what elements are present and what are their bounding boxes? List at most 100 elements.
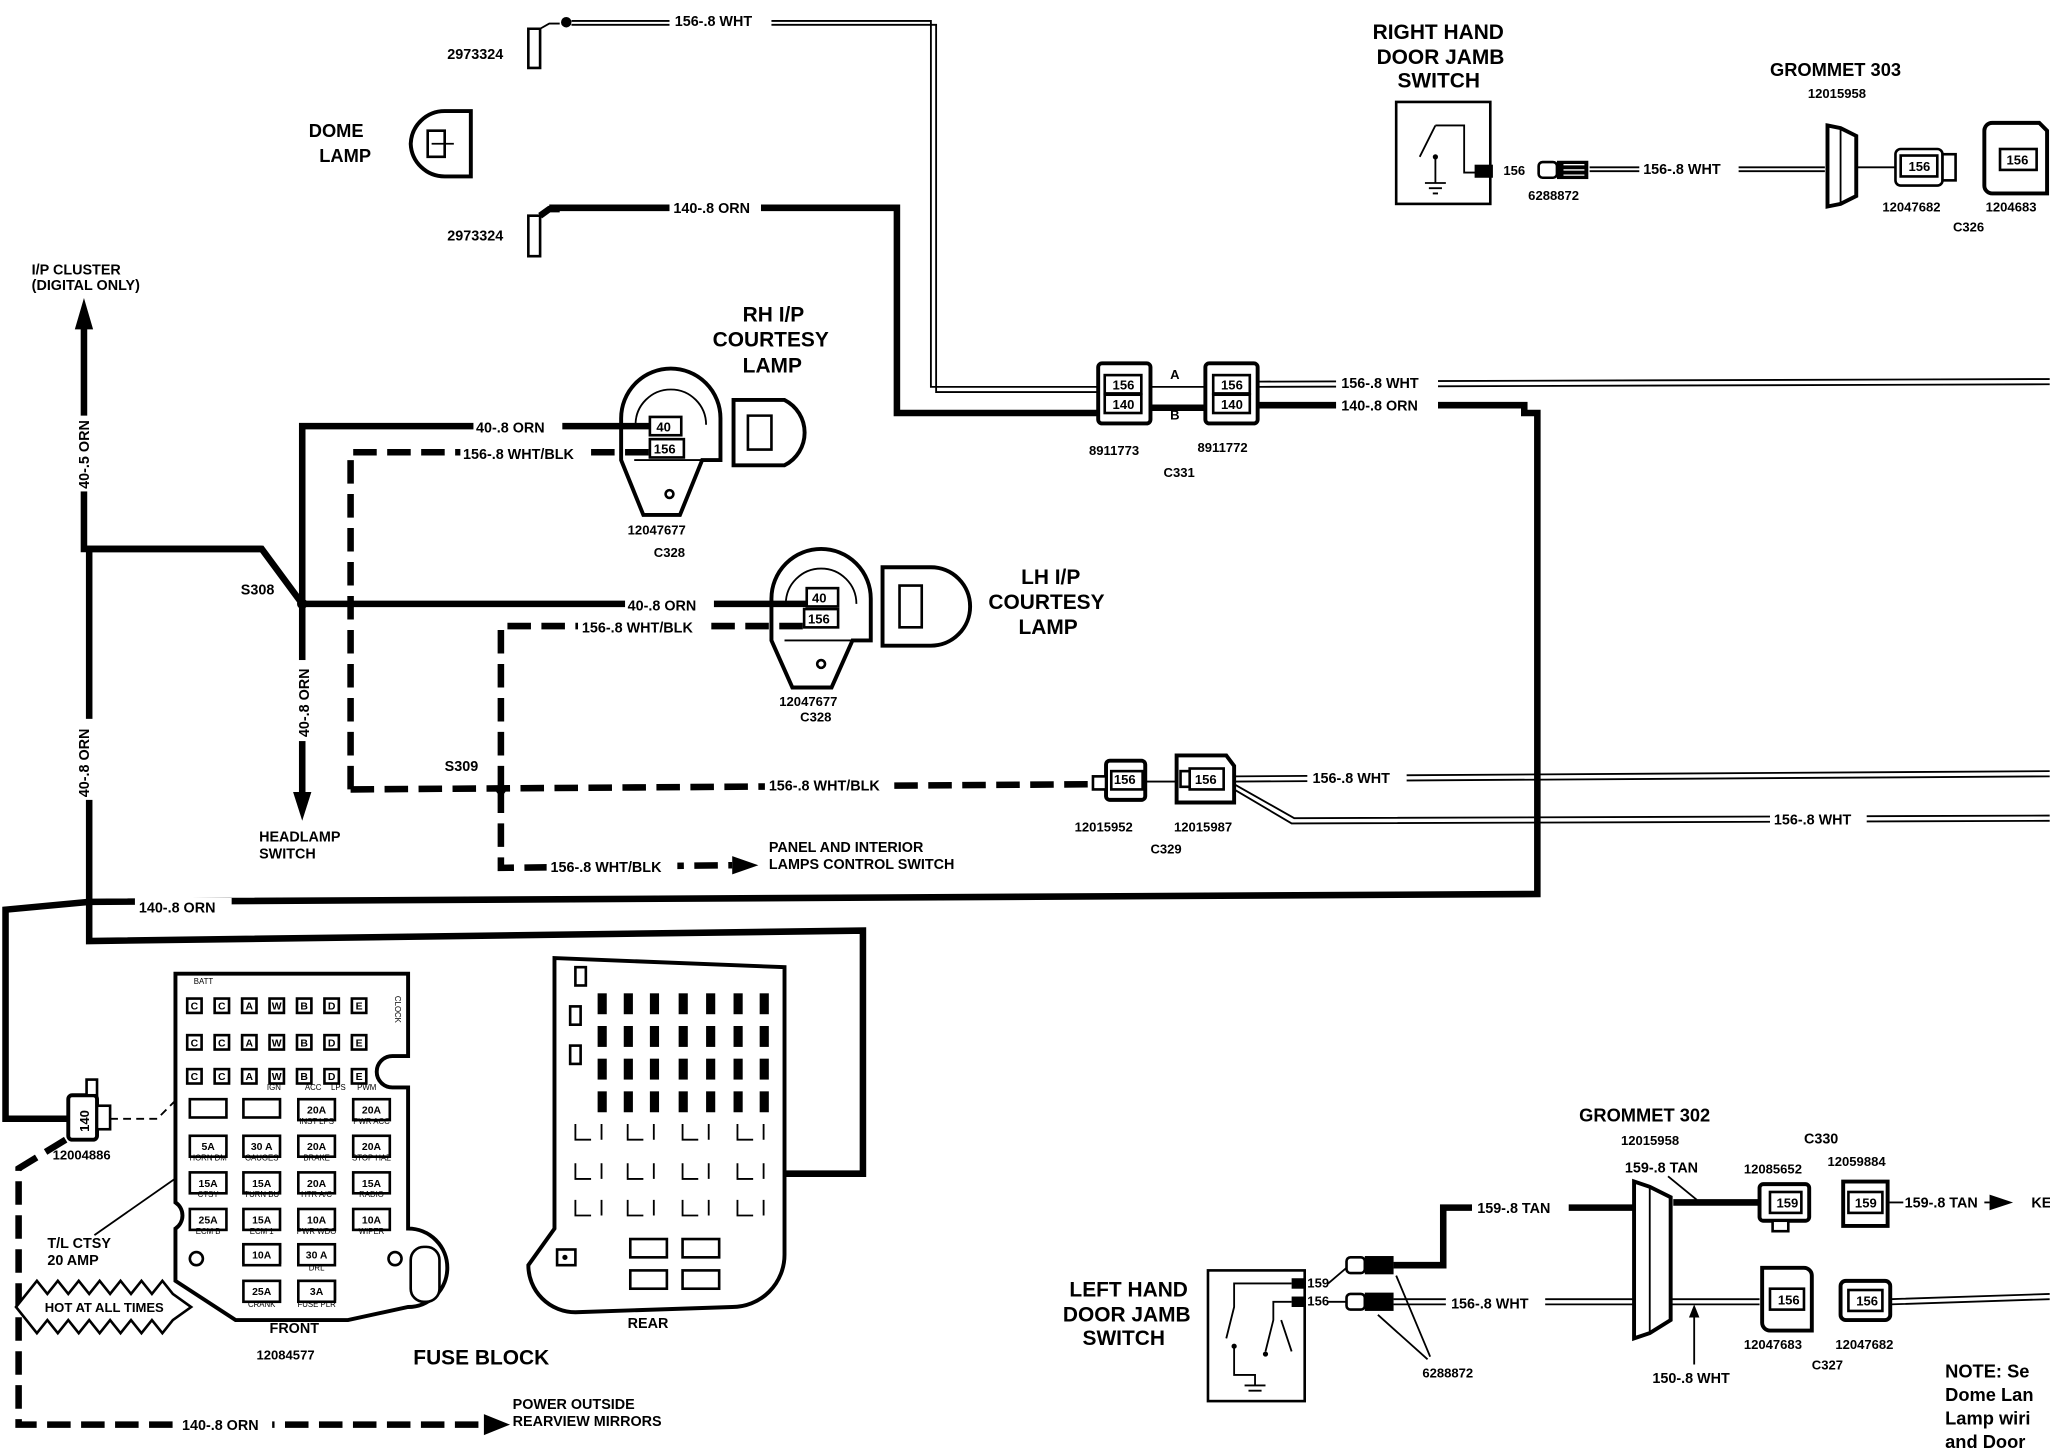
fuse-label-9: RADIO — [359, 1190, 384, 1199]
rh-door-terminal-icon — [1537, 160, 1589, 180]
fuse-cell-0-4: B — [300, 1002, 308, 1013]
note-line-1: NOTE: Se — [1945, 1361, 2029, 1382]
fuse-value-0: 20A — [307, 1106, 327, 1117]
fuse-value-10: 25A — [199, 1215, 219, 1226]
rear-fuse-26 — [759, 1058, 769, 1080]
grommet303-part: 12015958 — [1808, 86, 1866, 101]
lh-courtesy-title-2: COURTESY — [988, 591, 1104, 614]
part-2973324-top: 2973324 — [447, 47, 503, 63]
fuse-value-7: 15A — [252, 1179, 272, 1190]
c326-pin-b: 156 — [2007, 153, 2029, 168]
fuse-label-13: WIPER — [359, 1227, 385, 1236]
fuse-cell-1-2: A — [246, 1038, 254, 1049]
dome-lamp-label-1: DOME — [309, 120, 364, 141]
fuse-cell-1-0: C — [191, 1038, 199, 1049]
rear-fuse-20 — [733, 993, 743, 1015]
fuse-value-2: 5A — [201, 1142, 215, 1153]
rh-courtesy-title-3: LAMP — [743, 354, 802, 377]
lh-courtesy-title-1: LH I/P — [1021, 566, 1080, 589]
lh-door-terminal-icon — [1327, 1256, 1394, 1311]
fuse-cell-2-5-box — [323, 1067, 341, 1085]
label-156-wht-top: 156-.8 WHT — [675, 14, 753, 30]
rh-courtesy-pin-40: 40 — [656, 419, 671, 434]
rear-fuse-21 — [733, 1025, 743, 1047]
c331-pin-156-r: 156 — [1221, 377, 1243, 392]
fuse-value-9: 15A — [362, 1179, 382, 1190]
rear-fuse-grid — [574, 993, 769, 1291]
lh-courtesy-part: 12047677 — [779, 694, 837, 709]
fuse-value-14: 30 A — [306, 1251, 328, 1262]
fuse-label-3: GAUGES — [245, 1154, 279, 1163]
grommet303-title: GROMMET 303 — [1770, 59, 1901, 80]
lh-door-pin-159: 159 — [1307, 1275, 1329, 1290]
c331-letter-b: B — [1170, 408, 1179, 423]
fuse-cell-1-1: C — [218, 1038, 226, 1049]
c331-part-left: 8911773 — [1089, 443, 1139, 458]
arrow-up-icon — [74, 297, 94, 330]
c327-part-a: 12047683 — [1744, 1337, 1802, 1352]
connector-12004886-part: 12004886 — [53, 1147, 111, 1162]
fuse-cell-0-3: W — [272, 1002, 282, 1013]
fuse-cell-1-4: B — [300, 1038, 308, 1049]
label-140-orn-left: 140-.8 ORN — [139, 900, 216, 916]
fuse-value-16: 10A — [252, 1251, 272, 1262]
note-line-3: Lamp wiri — [1945, 1408, 2030, 1429]
lh-courtesy-pin-40: 40 — [812, 591, 827, 606]
rear-relay-34 — [681, 1163, 710, 1180]
fuse-value-5-box — [351, 1134, 392, 1159]
fuse-label-1: PWR ACC — [353, 1117, 390, 1126]
rear-fuse-2 — [597, 1058, 607, 1080]
fuse-cell-0-2-box — [240, 997, 258, 1015]
rear-fuse-19 — [706, 1091, 716, 1113]
fuse-value-8-box — [296, 1171, 337, 1195]
fuse-clock-label: CLOCK — [393, 996, 402, 1024]
rear-fuse-27 — [759, 1091, 769, 1113]
rear-relay-28 — [574, 1124, 603, 1141]
label-40-orn-rh: 40-.8 ORN — [476, 421, 545, 437]
rear-relay-36 — [574, 1199, 603, 1217]
rear-fuse-1 — [597, 1025, 607, 1047]
fuse-front-part: 12084577 — [256, 1347, 314, 1362]
fuse-value-11-box — [242, 1207, 282, 1232]
fuse-cell-1-0-box — [185, 1033, 203, 1051]
fuse-cell-0-1-box — [213, 997, 231, 1015]
fuse-label-6: CTSY — [198, 1190, 220, 1199]
label-140-orn-mirrors: 140-.8 ORN — [182, 1418, 259, 1434]
fuse-value-10-box — [188, 1207, 228, 1232]
fuse-cell-1-6: E — [356, 1038, 363, 1049]
fuse-cell-2-6: E — [356, 1072, 363, 1083]
fuse-row3-label-2: LPS — [331, 1083, 346, 1092]
ke-label: KE — [2031, 1196, 2050, 1212]
fuse-cell-0-6: E — [356, 1002, 363, 1013]
pointer-6288872 — [1377, 1275, 1432, 1360]
fuse-value-6: 15A — [199, 1179, 219, 1190]
fuse-value-17-box — [296, 1279, 337, 1304]
note-line-4: and Door — [1945, 1431, 2025, 1452]
fuse-value-3-box — [242, 1134, 282, 1159]
c327-label: C327 — [1812, 1358, 1843, 1373]
wire-156-wht-blk-panel — [497, 789, 733, 872]
fuse-cell-1-6-box — [350, 1033, 368, 1051]
fuse-blank-slot-1 — [242, 1097, 282, 1119]
rear-fuse-25 — [759, 1025, 769, 1047]
fuse-value-6-box — [188, 1171, 228, 1195]
fuse-cell-1-4-box — [295, 1033, 313, 1051]
rh-courtesy-connector: C328 — [654, 545, 685, 560]
rear-fuse-11 — [649, 1091, 660, 1113]
fuse-cell-2-2-box — [240, 1067, 258, 1085]
c326-connector-b — [1982, 120, 2050, 196]
rh-courtesy-pin-156: 156 — [654, 442, 676, 457]
fuse-cell-2-3: W — [272, 1072, 282, 1083]
c327-connector-a — [1760, 1265, 1814, 1333]
label-156-wht-c329-b: 156-.8 WHT — [1774, 813, 1852, 829]
c331-pin-156-l: 156 — [1113, 377, 1135, 392]
c330-label: C330 — [1804, 1132, 1838, 1148]
ip-cluster-label-2: (DIGITAL ONLY) — [32, 278, 140, 294]
connector-2973324-top — [527, 16, 572, 70]
rear-slot-42 — [628, 1269, 669, 1291]
headlamp-label-2: SWITCH — [259, 847, 316, 863]
rear-fuse-22 — [733, 1058, 743, 1080]
fuse-cell-1-5: D — [328, 1038, 336, 1049]
c330-part-b: 12059884 — [1827, 1154, 1886, 1169]
